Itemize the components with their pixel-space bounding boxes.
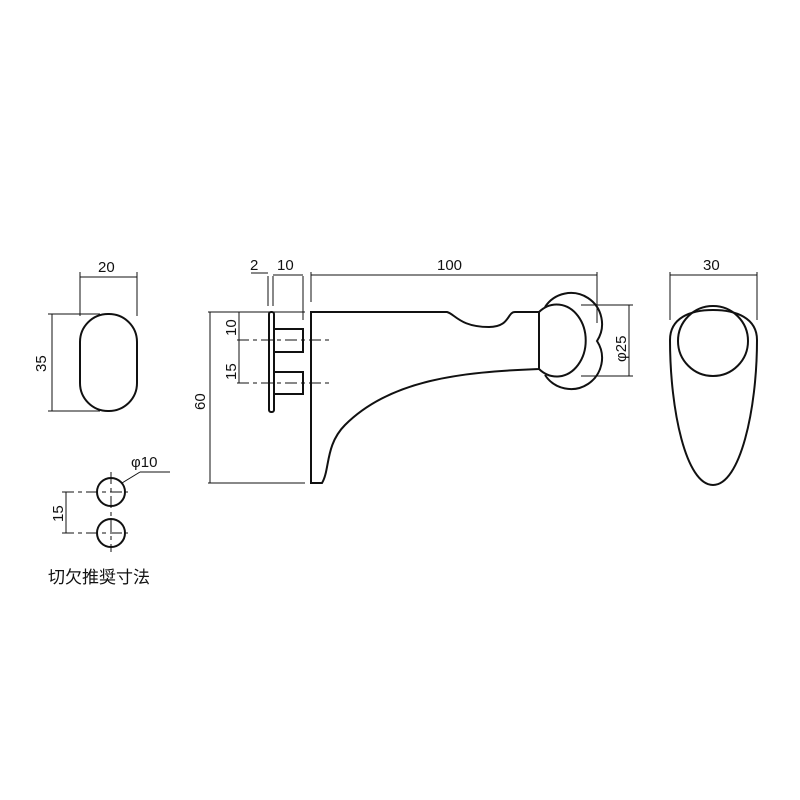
bracket-end-view: 30 <box>668 257 759 487</box>
dim-hole-spacing: 15 <box>50 505 67 522</box>
dim-oval-width: 20 <box>98 259 115 276</box>
dim-hole-diameter: φ10 <box>131 454 157 471</box>
dim-total-height: 60 <box>192 393 209 410</box>
dim-pin-offset: 10 <box>223 319 240 336</box>
dim-arm-length: 100 <box>437 257 462 274</box>
base-plate-front-view: 20 35 <box>33 259 138 412</box>
dim-pin-length: 10 <box>277 257 294 274</box>
dim-oval-height: 35 <box>33 355 50 372</box>
bracket-side-view: 2 10 100 60 10 15 φ25 <box>192 257 633 484</box>
recommended-cutout-holes: 15 φ10 切欠推奨寸法 <box>48 454 170 587</box>
dim-end-width: 30 <box>703 257 720 274</box>
caption: 切欠推奨寸法 <box>48 568 150 587</box>
dim-pin-spacing: 15 <box>223 363 240 380</box>
dim-plate-thickness: 2 <box>250 257 258 274</box>
dim-ball-diameter: φ25 <box>613 336 630 362</box>
